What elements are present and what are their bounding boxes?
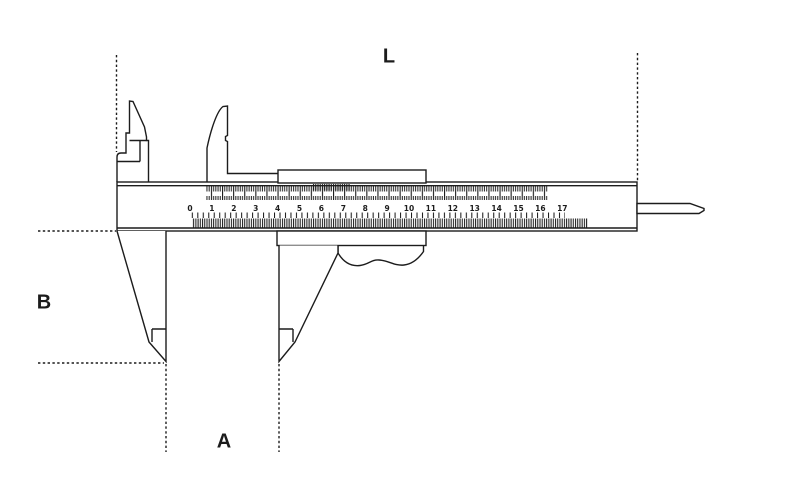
- main-scale-number: 4: [275, 204, 280, 213]
- main-scale-number: 13: [469, 204, 479, 213]
- main-scale-number: 14: [491, 204, 501, 213]
- vernier-slider: [276, 169, 427, 267]
- main-scale-number: 7: [341, 204, 346, 213]
- fixed-lower-jaw: [116, 230, 167, 364]
- slider-top-plate: [277, 169, 427, 184]
- label-jaw-opening-A: A: [216, 430, 232, 453]
- main-scale-number: 11: [426, 204, 436, 213]
- vernier-tick-band: [312, 184, 350, 191]
- thumb-grip: [337, 245, 425, 267]
- slider-bottom-plate: [276, 230, 427, 247]
- movable-upper-jaw: [206, 105, 278, 182]
- main-scale-number: 16: [535, 204, 545, 213]
- main-scale-number: 12: [448, 204, 458, 213]
- label-jaw-depth-B: B: [36, 291, 52, 314]
- half-unit-ticks: [189, 212, 565, 218]
- main-scale-number: 2: [231, 204, 236, 213]
- main-scale-number: 10: [404, 204, 414, 213]
- dimension-reference-lines: [38, 53, 639, 452]
- main-scale-number: 3: [253, 204, 258, 213]
- fixed-upper-jaw: [116, 100, 150, 182]
- main-scale-number: 5: [297, 204, 302, 213]
- label-length-L: L: [382, 45, 396, 68]
- lower-tick-band: [192, 218, 588, 228]
- depth-rod: [636, 202, 705, 215]
- movable-lower-jaw: [278, 245, 339, 364]
- main-scale-number: 15: [513, 204, 523, 213]
- main-scale-number: 8: [363, 204, 368, 213]
- main-scale-number: 1: [209, 204, 214, 213]
- main-scale-number: 6: [319, 204, 324, 213]
- upper-tick-band: [206, 186, 548, 200]
- main-scale-number: 0: [187, 204, 192, 213]
- main-scale-number: 17: [557, 204, 567, 213]
- main-scale-number: 9: [384, 204, 389, 213]
